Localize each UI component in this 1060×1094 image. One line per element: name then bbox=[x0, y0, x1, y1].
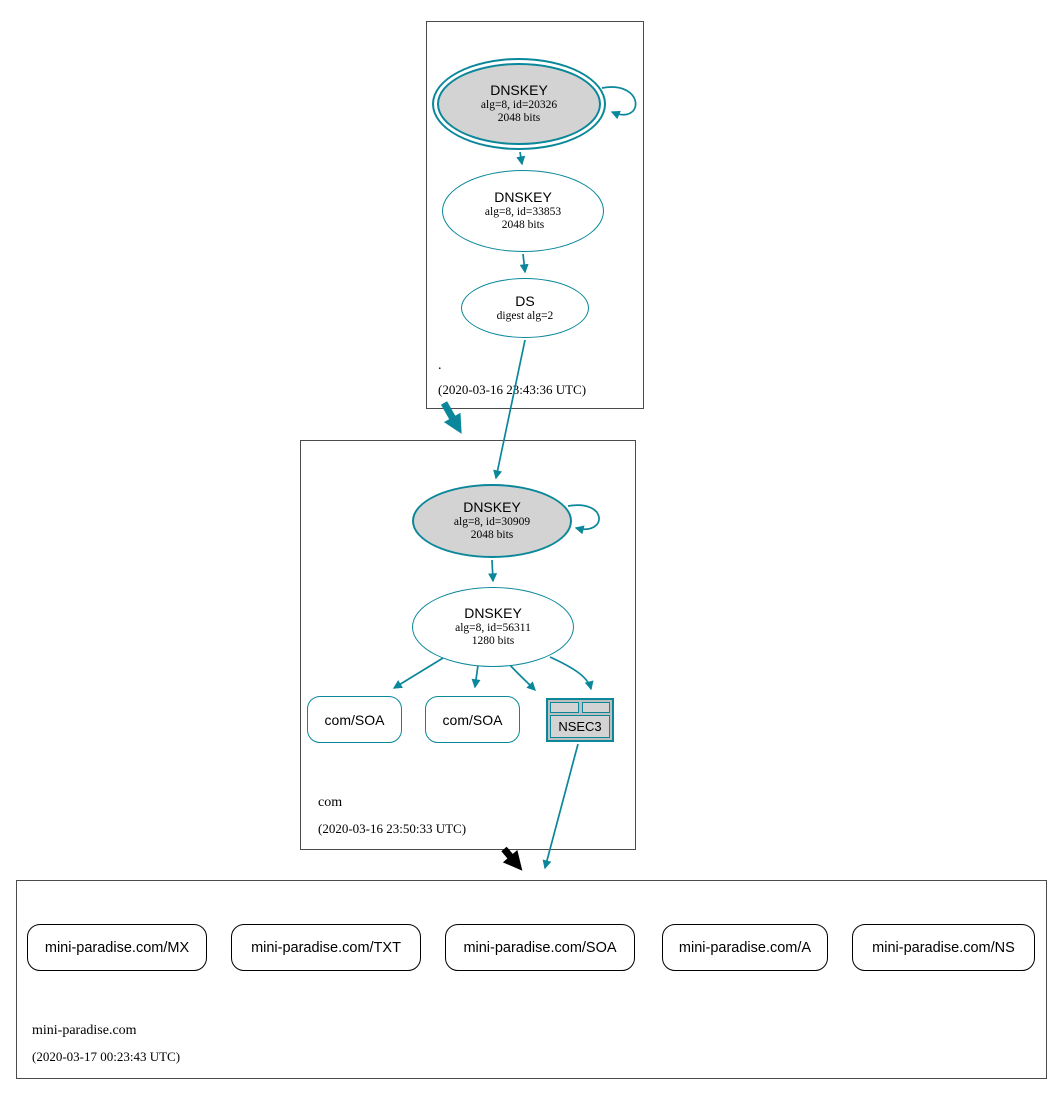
dnskey-title: DNSKEY bbox=[464, 605, 522, 622]
rrset-label: mini-paradise.com/MX bbox=[44, 939, 190, 956]
edge-root-ksk-selfloop bbox=[601, 86, 637, 120]
edge-nsec3-to-mini bbox=[542, 743, 579, 870]
edge-com-ksk-to-zsk bbox=[488, 559, 498, 583]
rrset-label: mini-paradise.com/NS bbox=[872, 939, 1015, 956]
nsec3-label: NSEC3 bbox=[550, 715, 610, 738]
edge-com-ksk-selfloop bbox=[567, 504, 600, 535]
rrset-label: mini-paradise.com/TXT bbox=[251, 939, 401, 956]
dnskey-detail: alg=8, id=33853 bbox=[484, 205, 562, 218]
zone-timestamp-root: (2020-03-16 23:43:36 UTC) bbox=[438, 382, 587, 397]
zone-box-mini-paradise: mini-paradise.com (2020-03-17 00:23:43 U… bbox=[16, 880, 1047, 1079]
edge-root-ksk-to-zsk bbox=[516, 151, 526, 166]
rrset-label: mini-paradise.com/A bbox=[678, 939, 812, 956]
rrset-label: com/SOA bbox=[442, 711, 503, 728]
nsec3-node[interactable]: NSEC3 bbox=[546, 698, 614, 742]
dnskey-detail: alg=8, id=30909 bbox=[453, 515, 531, 528]
rrset-mini-paradise-txt[interactable]: mini-paradise.com/TXT bbox=[231, 924, 421, 971]
rrset-mini-paradise-a[interactable]: mini-paradise.com/A bbox=[662, 924, 828, 971]
dnskey-com-ksk-node[interactable]: DNSKEY alg=8, id=30909 2048 bits bbox=[412, 484, 572, 558]
edge-com-zsk-to-soa2 bbox=[471, 664, 481, 689]
edge-root-to-com-delegation bbox=[440, 401, 462, 434]
ds-title: DS bbox=[515, 292, 535, 309]
rrset-label: mini-paradise.com/SOA bbox=[463, 939, 617, 956]
zone-timestamp-mini-paradise: (2020-03-17 00:23:43 UTC) bbox=[32, 1049, 181, 1064]
rrset-com-soa-2[interactable]: com/SOA bbox=[425, 696, 520, 743]
rrset-mini-paradise-ns[interactable]: mini-paradise.com/NS bbox=[852, 924, 1035, 971]
dnskey-detail: 2048 bits bbox=[501, 219, 545, 232]
dnskey-detail: 2048 bits bbox=[470, 529, 514, 542]
rrset-mini-paradise-mx[interactable]: mini-paradise.com/MX bbox=[27, 924, 207, 971]
ds-node[interactable]: DS digest alg=2 bbox=[461, 278, 589, 338]
dnskey-title: DNSKEY bbox=[463, 499, 521, 516]
rrset-com-soa-1[interactable]: com/SOA bbox=[307, 696, 402, 743]
dnskey-detail: 1280 bits bbox=[471, 635, 515, 648]
zone-box-root: . (2020-03-16 23:43:36 UTC) bbox=[426, 21, 644, 409]
dnskey-root-ksk-inner: DNSKEY alg=8, id=20326 2048 bits bbox=[437, 63, 601, 145]
edge-com-to-mini-delegation bbox=[501, 846, 523, 871]
nsec3-cell bbox=[581, 702, 610, 713]
dnskey-com-zsk-node[interactable]: DNSKEY alg=8, id=56311 1280 bits bbox=[412, 587, 574, 667]
dnskey-root-ksk-node[interactable]: DNSKEY alg=8, id=20326 2048 bits bbox=[432, 58, 606, 150]
edge-com-zsk-to-nsec3-right bbox=[549, 656, 594, 691]
edge-root-zsk-to-ds bbox=[519, 253, 529, 274]
edge-com-zsk-to-soa1 bbox=[392, 657, 444, 689]
dnskey-root-zsk-node[interactable]: DNSKEY alg=8, id=33853 2048 bits bbox=[442, 170, 604, 252]
zone-timestamp-com: (2020-03-16 23:50:33 UTC) bbox=[318, 821, 467, 836]
zone-label-mini-paradise: mini-paradise.com bbox=[32, 1023, 137, 1038]
dnskey-title: DNSKEY bbox=[490, 82, 548, 99]
ds-detail: digest alg=2 bbox=[496, 309, 554, 322]
zone-label-root: . bbox=[438, 358, 442, 373]
zone-box-com: com (2020-03-16 23:50:33 UTC) bbox=[300, 440, 636, 850]
rrset-label: com/SOA bbox=[324, 711, 385, 728]
dnskey-title: DNSKEY bbox=[494, 189, 552, 206]
nsec3-cell bbox=[550, 702, 579, 713]
zone-label-com: com bbox=[318, 795, 343, 810]
rrset-mini-paradise-soa[interactable]: mini-paradise.com/SOA bbox=[445, 924, 635, 971]
dnskey-detail: alg=8, id=56311 bbox=[455, 621, 531, 634]
edge-root-ds-to-com-ksk bbox=[493, 339, 526, 480]
dnskey-detail: 2048 bits bbox=[497, 112, 541, 125]
dnskey-detail: alg=8, id=20326 bbox=[480, 98, 558, 111]
edge-com-zsk-to-nsec3-left bbox=[507, 662, 536, 691]
nsec3-cells bbox=[550, 702, 610, 713]
